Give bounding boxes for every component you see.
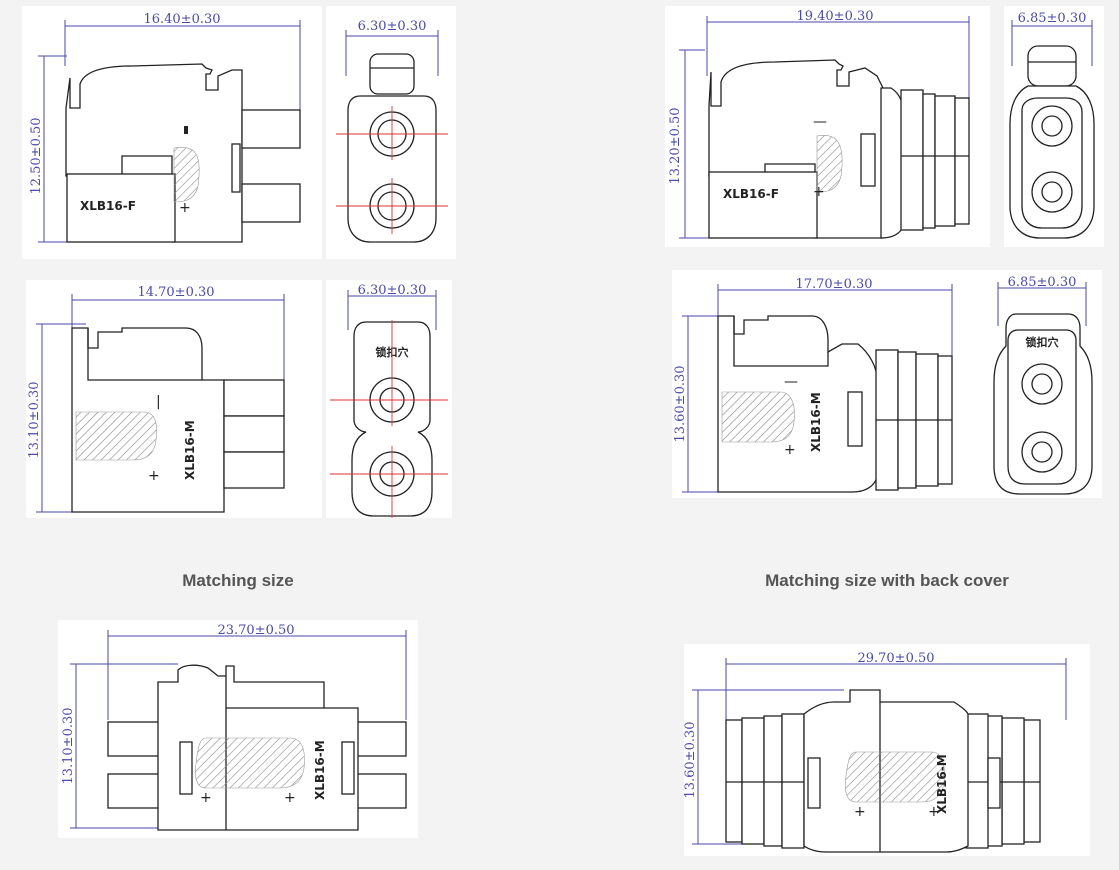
plus-mark: + xyxy=(179,200,191,216)
height-dimension: 13.10±0.30 xyxy=(27,381,42,458)
width-dimension: 23.70±0.50 xyxy=(217,623,294,638)
caption-matching-size: Matching size xyxy=(182,571,294,590)
model-label: XLB16-M xyxy=(935,754,949,814)
minus-mark: — xyxy=(813,114,827,130)
drawing-matched-pair: 23.70±0.50 13.10±0.30 XLB16-M + + xyxy=(58,620,418,838)
model-label: XLB16-M xyxy=(183,420,197,480)
plus-mark-right: + xyxy=(284,790,296,806)
plus-mark-left: + xyxy=(854,804,866,820)
plus-mark: + xyxy=(784,442,796,458)
model-label: XLB16-M xyxy=(809,392,823,452)
drawing-xlb16f-cover-front: 6.85±0.30 xyxy=(1004,6,1104,247)
width-dimension: 6.85±0.30 xyxy=(1018,11,1087,26)
plus-mark-right: + xyxy=(928,804,940,820)
height-dimension: 13.60±0.30 xyxy=(673,365,688,442)
height-dimension: 13.60±0.30 xyxy=(683,721,698,798)
model-label: XLB16-M xyxy=(313,740,327,800)
drawing-xlb16f-front: 6.30±0.30 xyxy=(326,6,456,259)
width-dimension: 14.70±0.30 xyxy=(137,285,214,300)
height-dimension: 13.20±0.50 xyxy=(668,107,683,184)
width-dimension: 6.30±0.30 xyxy=(358,283,427,298)
plus-mark: + xyxy=(148,468,160,484)
drawing-matched-pair-cover: 29.70±0.50 13.60±0.30 XLB16-M + + xyxy=(683,644,1090,856)
minus-mark: | xyxy=(156,394,161,410)
model-label: XLB16-F xyxy=(723,187,779,201)
drawing-xlb16f-cover-side: 19.40±0.30 13.20±0.50 XLB16-F + — xyxy=(665,6,990,247)
drawing-xlb16m-cover-side: 17.70±0.30 13.60±0.30 XLB16-M + — xyxy=(672,270,990,498)
width-dimension: 17.70±0.30 xyxy=(795,277,872,292)
width-dimension: 19.40±0.30 xyxy=(796,9,873,24)
width-dimension: 29.70±0.50 xyxy=(857,651,934,666)
drawing-xlb16m-cover-front: 6.85±0.30 锁扣穴 xyxy=(990,270,1102,498)
plus-mark: + xyxy=(813,184,825,200)
width-dimension: 16.40±0.30 xyxy=(143,12,220,27)
caption-matching-size-back-cover: Matching size with back cover xyxy=(765,571,1009,590)
drawing-xlb16m-front: 6.30±0.30 锁扣穴 xyxy=(326,280,452,518)
drawing-xlb16f-side: 16.40±0.30 12.50±0.50 XLB16-F + xyxy=(22,6,322,259)
height-dimension: 13.10±0.30 xyxy=(61,707,76,784)
width-dimension: 6.30±0.30 xyxy=(358,19,427,34)
plus-mark-left: + xyxy=(200,790,212,806)
model-label: XLB16-F xyxy=(80,199,136,213)
drawing-xlb16m-side: 14.70±0.30 13.10±0.30 XLB16-M + | xyxy=(26,280,322,518)
height-dimension: 12.50±0.50 xyxy=(29,117,44,194)
minus-mark: — xyxy=(784,374,798,390)
lock-mark: 锁扣穴 xyxy=(1026,335,1059,349)
width-dimension: 6.85±0.30 xyxy=(1008,275,1077,290)
